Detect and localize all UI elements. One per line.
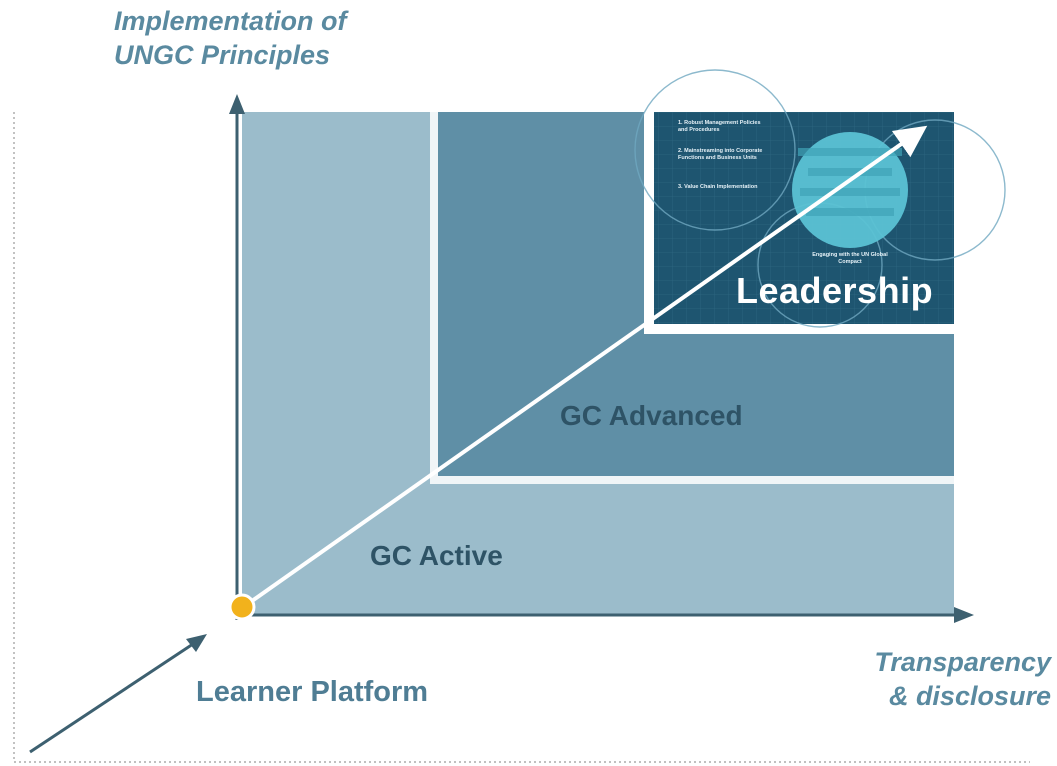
leadership-separator-vertical — [644, 112, 654, 334]
leadership-item-1: 1. Robust Management Policies and Proced… — [678, 120, 761, 133]
progression-arrow — [240, 125, 928, 610]
x-axis-title: Transparency & disclosure — [874, 645, 1051, 713]
gc-active-label: GC Active — [370, 540, 503, 571]
y-axis-arrowhead — [229, 94, 245, 114]
leadership-separator-horizontal — [644, 324, 954, 334]
learner-platform-dot — [228, 593, 256, 621]
learner-platform-label: Learner Platform — [196, 676, 429, 708]
leadership-label: Leadership — [736, 270, 934, 311]
separator-vertical — [430, 112, 438, 476]
leadership-item-3: 3. Value Chain Implementation — [678, 184, 758, 190]
y-axis-title: Implementation of UNGC Principles — [114, 4, 347, 72]
leadership-item-2: 2. Mainstreaming into Corporate Function… — [678, 148, 763, 161]
y-axis-title-line-1: Implementation of — [114, 6, 347, 36]
learner-entry-arrow — [29, 640, 197, 754]
learner-entry-arrowhead — [186, 634, 207, 652]
leadership-center-heading: Engaging with the UN Global Compact — [812, 252, 888, 265]
gc-advanced-label: GC Advanced — [560, 400, 743, 431]
y-axis-title-line-2: UNGC Principles — [114, 40, 331, 70]
x-axis-title-line-1: Transparency — [874, 647, 1051, 677]
x-axis-arrowhead — [954, 607, 974, 623]
x-axis-title-line-2: & disclosure — [888, 681, 1051, 711]
separator-horizontal — [430, 476, 954, 484]
